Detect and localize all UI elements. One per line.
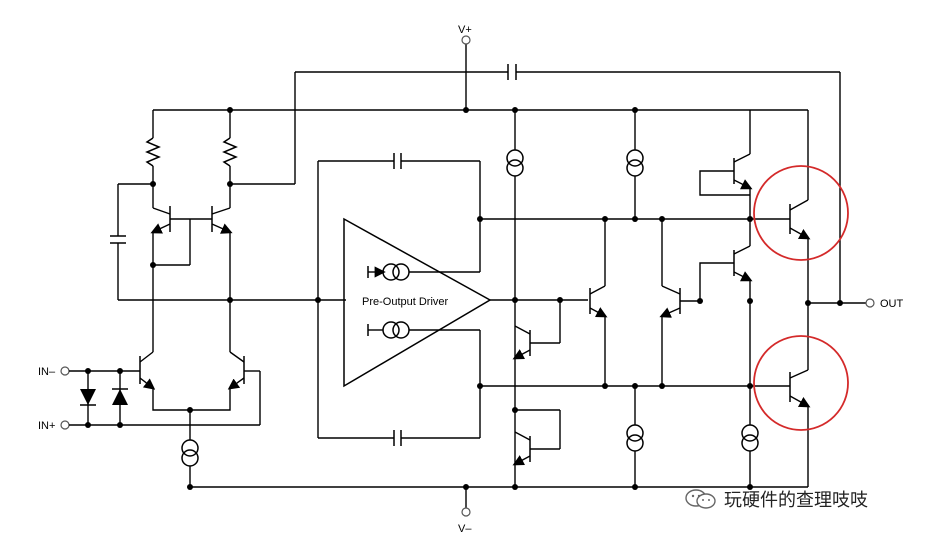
vplus-label: V+ (458, 24, 472, 36)
highlight-top-output (753, 165, 849, 261)
in-plus-label: IN+ (38, 420, 55, 432)
compensation-wire (230, 64, 841, 303)
supply-rails (153, 44, 808, 508)
vplus-terminal (461, 35, 471, 45)
input-pair (139, 340, 261, 487)
highlight-bottom-output (753, 335, 849, 431)
input-cap (110, 183, 346, 301)
input-protection (60, 366, 260, 430)
output-transistors (750, 110, 875, 488)
in-minus-label: IN– (38, 366, 56, 378)
output-predrivers (699, 110, 753, 386)
bias-sources (506, 110, 759, 487)
cascode-pair (150, 206, 233, 340)
watermark-text: 玩硬件的查理吱吱 (724, 490, 868, 511)
out-label: OUT (880, 298, 904, 310)
junction-dots (85, 107, 843, 490)
vminus-terminal (461, 507, 471, 517)
vbe-multipliers (512, 300, 561, 466)
load-resistors (145, 110, 238, 208)
wechat-icon (685, 489, 716, 509)
driver-transistors (589, 219, 700, 386)
driver-outputs (480, 218, 790, 387)
driver-label: Pre-Output Driver (362, 296, 449, 308)
watermark: 玩硬件的查理吱吱 (684, 486, 924, 512)
vminus-label: V– (458, 523, 472, 535)
